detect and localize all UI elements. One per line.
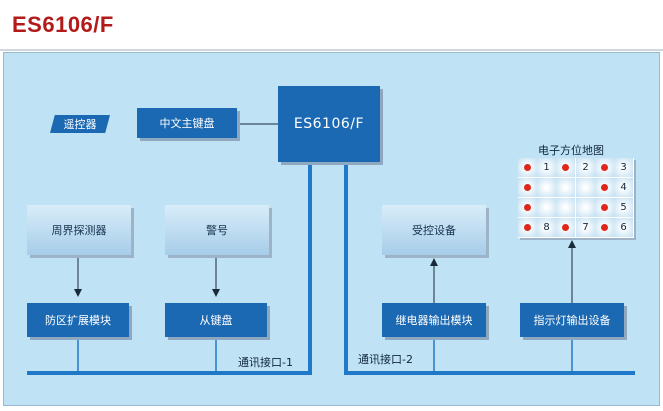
map-cell [595,158,614,177]
bus2-label: 通讯接口-2 [358,353,413,366]
map-cell [576,178,595,197]
map-cell [518,158,537,177]
map-cell [537,178,556,197]
led-dot [601,164,608,171]
relay-output-box: 继电器输出模块 [382,303,486,337]
led-dot [524,164,531,171]
map-cell [537,198,556,217]
led-dot [524,204,531,211]
page-title: ES6106/F [12,12,114,37]
main-unit-box: ES6106/F [278,86,380,162]
map-cell [556,218,575,237]
map-cell [576,198,595,217]
led-dot [601,184,608,191]
map-cell: 3 [614,158,633,177]
indicator-output-box: 指示灯输出设备 [520,303,624,337]
title-divider [0,49,663,51]
map-title: 电子方位地图 [538,144,604,157]
main-keyboard-box: 中文主键盘 [137,108,237,138]
map-cell [595,218,614,237]
map-cell: 2 [576,158,595,177]
map-cell [518,198,537,217]
remote-control: 遥控器 [50,115,110,133]
led-dot [601,224,608,231]
map-cell [595,198,614,217]
map-cell: 5 [614,198,633,217]
led-dot [524,224,531,231]
controlled-device-box: 受控设备 [382,205,486,255]
map-cell [595,178,614,197]
map-cell [556,178,575,197]
map-cell: 1 [537,158,556,177]
bus1-label: 通讯接口-1 [238,356,293,369]
electronic-map: 1 2 3 4 5 8 7 6 [518,158,634,238]
slave-keyboard-box: 从键盘 [165,303,267,337]
map-cell [556,158,575,177]
led-dot [562,224,569,231]
perimeter-detector-box: 周界探测器 [27,205,131,255]
led-dot [601,204,608,211]
map-cell [518,178,537,197]
map-cell: 8 [537,218,556,237]
map-cell: 7 [576,218,595,237]
led-dot [524,184,531,191]
zone-expansion-box: 防区扩展模块 [27,303,129,337]
alarm-box: 警号 [165,205,269,255]
map-cell [556,198,575,217]
led-dot [562,164,569,171]
map-cell [518,218,537,237]
map-cell: 4 [614,178,633,197]
map-cell: 6 [614,218,633,237]
